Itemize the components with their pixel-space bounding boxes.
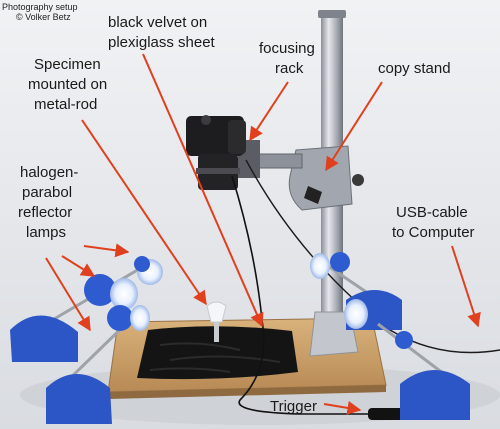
column-cap [318,10,346,18]
lens-ring [196,168,240,174]
label-usb-line1: USB-cable [396,204,468,221]
lamp-right-lower [377,322,470,420]
arrow-lamp-1 [83,243,130,258]
credit-author: © Volker Betz [16,12,71,22]
label-specimen-line1: Specimen [34,56,101,73]
arrow-lamp-2 [61,255,96,277]
label-lamps-line2: parabol [22,184,73,201]
label-focusing-line2: rack [275,60,304,77]
label-lamps-line4: lamps [26,224,67,241]
label-velvet-line1: black velvet on [108,14,208,31]
arrow-usb [451,245,481,328]
credit-title: Photography setup [2,2,78,12]
arrow-velvet [142,53,264,328]
label-focusing-line1: focusing [259,40,315,57]
carriage-knob [352,174,364,186]
label-specimen-line2: mounted on [28,76,108,93]
locking-handle [304,186,322,204]
camera-grip [228,120,246,154]
annotation-arrows [45,53,481,415]
label-lamps-line3: reflector [18,204,73,221]
specimen-rod [214,320,219,342]
label-usb-line2: to Computer [392,224,475,241]
lamp-right-upper [310,252,402,330]
black-velvet [137,326,298,380]
label-velvet-line2: plexiglass sheet [108,34,215,51]
arrow-specimen [81,119,207,306]
trigger-cable [231,175,372,415]
arrow-lamp-3 [45,257,91,332]
arrow-focusing [249,81,289,142]
label-lamps-line1: halogen- [20,164,79,181]
lamp-left-lower [46,305,150,424]
lamp-left-upper [10,256,163,362]
label-trigger: Trigger [270,398,317,415]
specimen [206,301,227,323]
camera-dial [201,115,211,125]
label-copy-stand: copy stand [378,60,451,77]
arrow-trigger [323,401,362,415]
label-specimen-line3: metal-rod [34,96,98,113]
velvet-folds [149,342,281,373]
arrow-copy-stand [325,81,383,172]
